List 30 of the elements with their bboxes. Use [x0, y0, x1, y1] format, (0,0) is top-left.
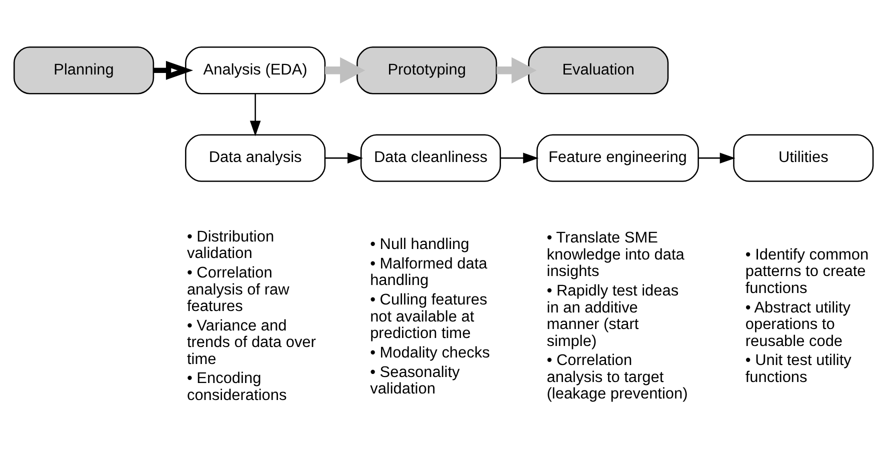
node-label: • Modality checks — [370, 344, 490, 362]
node-label: • Rapidly test ideas in an additive manner (start simple) — [546, 282, 678, 350]
node-label: • Culling features not available at prediction time — [370, 292, 487, 342]
node-box: Evaluation — [528, 46, 668, 94]
node-label: • Unit test utility functions — [744, 352, 851, 386]
arrow — [698, 152, 735, 164]
arrow — [324, 57, 365, 84]
node-box: Prototyping — [356, 46, 497, 94]
node-box: Utilities — [732, 134, 874, 182]
node-label: • Encoding considerations — [186, 370, 286, 404]
node-label: • Variance and trends of data over time — [186, 317, 316, 368]
node-box: Data analysis — [184, 134, 326, 182]
node-box: Analysis (EDA) — [184, 46, 326, 94]
node-label: • Correlation analysis of raw features — [186, 264, 289, 316]
node-label: • Distribution validation — [186, 228, 274, 262]
node-label: • Malformed data handling — [370, 255, 487, 290]
node-box: Planning — [13, 46, 154, 94]
arrow — [249, 94, 260, 136]
node-label: • Identify common patterns to create functions — [744, 246, 868, 297]
arrow — [500, 152, 538, 164]
node-box: Feature engineering — [536, 134, 698, 182]
arrow — [496, 57, 536, 84]
node-box: Data cleanliness — [360, 134, 500, 182]
node-label: • Abstract utility operations to reusable code — [744, 299, 850, 350]
node-label: • Seasonality validation — [370, 364, 460, 398]
arrow — [324, 152, 362, 164]
node-label: • Correlation analysis to target (leakage prevention) — [546, 352, 688, 403]
node-label: • Null handling — [370, 236, 469, 254]
node-label: • Translate SME knowledge into data insights — [546, 230, 684, 280]
arrow — [152, 60, 193, 80]
